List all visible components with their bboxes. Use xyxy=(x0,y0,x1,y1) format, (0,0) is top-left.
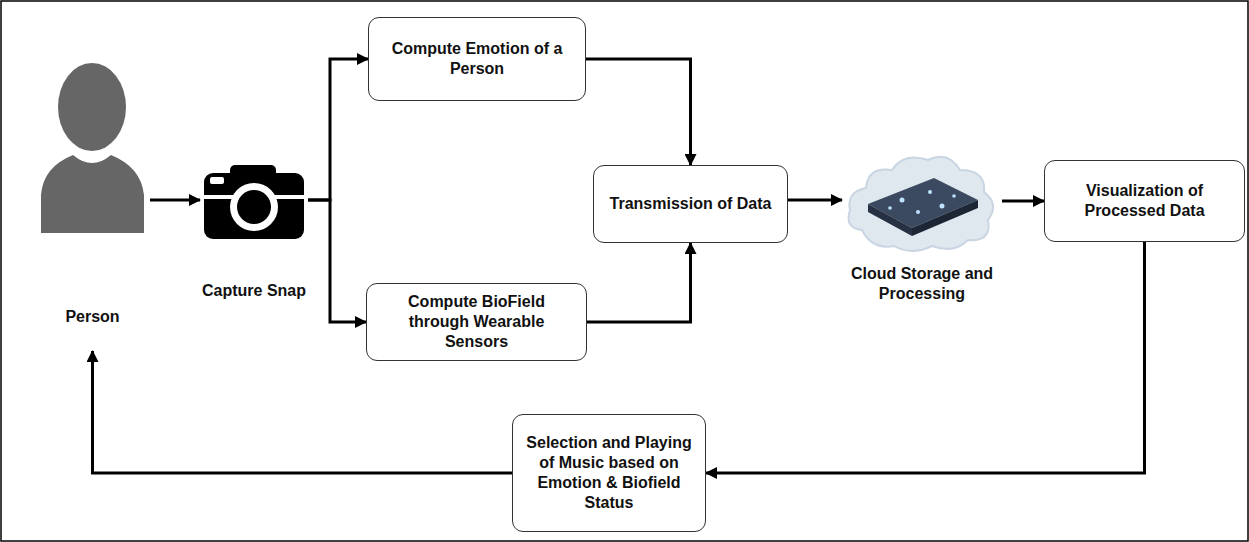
camera-node: Capture Snap xyxy=(200,163,308,301)
flow-arrow xyxy=(150,199,200,202)
icon-label: Person xyxy=(65,307,119,327)
process-box: Compute BioField through Wearable Sensor… xyxy=(366,283,587,361)
cloud-node: Cloud Storage and Processing xyxy=(842,148,1002,304)
flow-arrow xyxy=(788,199,842,202)
icon-label: Cloud Storage and Processing xyxy=(842,264,1002,304)
flow-arrow xyxy=(1002,200,1044,203)
box-label: Selection and Playing of Music based on … xyxy=(523,433,695,513)
box-label: Visualization of Processed Data xyxy=(1055,181,1234,221)
box-label: Compute Emotion of a Person xyxy=(379,39,575,79)
flow-arrow xyxy=(308,59,368,200)
icon-label: Capture Snap xyxy=(202,281,306,301)
box-label: Transmission of Data xyxy=(610,194,772,214)
process-box: Selection and Playing of Music based on … xyxy=(512,414,706,532)
flow-arrow xyxy=(586,59,691,165)
process-box: Compute Emotion of a Person xyxy=(368,17,586,101)
camera-icon xyxy=(200,163,308,241)
process-box: Visualization of Processed Data xyxy=(1044,160,1245,242)
flow-arrow xyxy=(587,243,691,322)
flow-arrow xyxy=(706,242,1145,473)
box-label: Compute BioField through Wearable Sensor… xyxy=(377,292,576,352)
cloud-icon xyxy=(842,148,1002,258)
process-box: Transmission of Data xyxy=(593,165,788,243)
flow-arrow xyxy=(93,351,513,473)
flow-arrow xyxy=(308,200,366,322)
person-node: Person xyxy=(35,55,150,327)
person-icon xyxy=(35,55,150,235)
